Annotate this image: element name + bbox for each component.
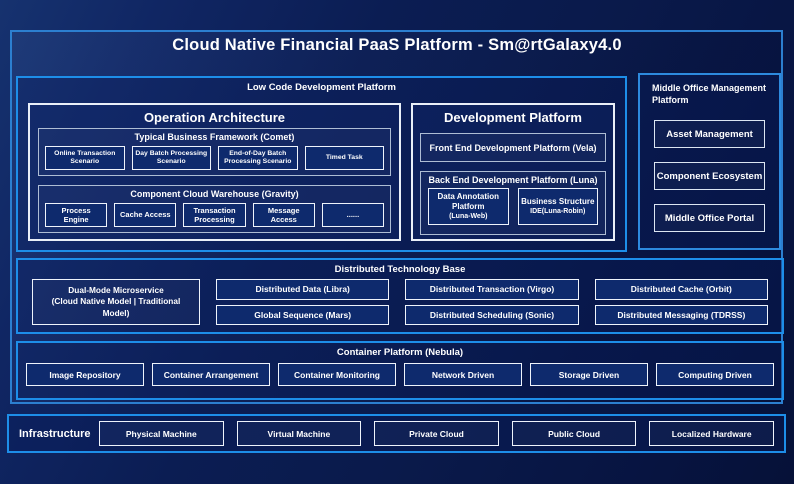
- development-platform-title: Development Platform: [444, 110, 582, 125]
- back-end-development-platform-luna: Back End Development Platform (Luna) Dat…: [420, 171, 606, 235]
- infrastructure-label: Infrastructure: [19, 427, 91, 440]
- business-structure-ide-box: Business Structure IDE(Luna-Robin): [517, 188, 598, 225]
- distributed-cache-orbit-box: Distributed Cache (Orbit): [594, 279, 768, 300]
- operation-architecture-panel: Operation Architecture Typical Business …: [28, 103, 401, 241]
- comet-label: Typical Business Framework (Comet): [134, 132, 295, 142]
- global-sequence-mars-box: Global Sequence (Mars): [216, 304, 390, 325]
- asset-management-box: Asset Management: [654, 120, 765, 149]
- component-cloud-warehouse-gravity: Component Cloud Warehouse (Gravity) Proc…: [38, 185, 391, 233]
- gravity-item: Process Engine: [45, 203, 108, 227]
- container-platform-row: Image Repository Container Arrangement C…: [26, 363, 774, 386]
- dual-mode-line2: (Cloud Native Model | Traditional Model): [51, 296, 181, 318]
- distributed-column: Distributed Cache (Orbit) Distributed Me…: [594, 279, 768, 325]
- dual-mode-line1: Dual-Mode Microservice: [68, 285, 164, 296]
- data-annotation-platform-box: Data Annotation Platform (Luna-Web): [428, 188, 509, 225]
- comet-item: Online Transaction Scenario: [45, 146, 125, 170]
- luna-label: Back End Development Platform (Luna): [428, 175, 598, 185]
- comet-items-row: Online Transaction Scenario Day Batch Pr…: [45, 146, 384, 170]
- middle-office-portal-box: Middle Office Portal: [654, 204, 765, 233]
- front-end-development-platform-vela: Front End Development Platform (Vela): [420, 133, 606, 162]
- typical-business-framework-comet: Typical Business Framework (Comet) Onlin…: [38, 128, 391, 176]
- image-repository-box: Image Repository: [26, 363, 144, 386]
- distributed-messaging-tdrss-box: Distributed Messaging (TDRSS): [594, 304, 768, 325]
- physical-machine-box: Physical Machine: [99, 421, 224, 446]
- gravity-item: ......: [321, 203, 385, 227]
- low-code-section-label: Low Code Development Platform: [247, 82, 396, 93]
- distributed-data-libra-box: Distributed Data (Libra): [216, 279, 390, 300]
- public-cloud-box: Public Cloud: [511, 421, 637, 446]
- comet-item: Timed Task: [304, 146, 384, 170]
- gravity-label: Component Cloud Warehouse (Gravity): [130, 189, 299, 199]
- development-platform-panel: Development Platform Front End Developme…: [411, 103, 615, 241]
- gravity-item: Message Access: [252, 203, 315, 227]
- distributed-column: Distributed Transaction (Virgo) Distribu…: [405, 279, 579, 325]
- network-driven-box: Network Driven: [404, 363, 522, 386]
- distributed-scheduling-sonic-box: Distributed Scheduling (Sonic): [405, 304, 579, 325]
- gravity-items-row: Process Engine Cache Access Transaction …: [45, 203, 385, 227]
- luna-item-subtitle: IDE(Luna-Robin): [530, 208, 586, 216]
- private-cloud-box: Private Cloud: [374, 421, 499, 446]
- component-ecosystem-box: Component Ecosystem: [654, 162, 765, 191]
- gravity-item: Transaction Processing: [183, 203, 246, 227]
- luna-item-title: Business Structure: [521, 196, 595, 206]
- storage-driven-box: Storage Driven: [530, 363, 648, 386]
- luna-item-subtitle: (Luna-Web): [449, 213, 488, 221]
- operation-architecture-title: Operation Architecture: [143, 110, 286, 125]
- luna-item-title: Data Annotation Platform: [437, 191, 499, 211]
- container-platform-label: Container Platform (Nebula): [336, 347, 464, 358]
- distributed-section-label: Distributed Technology Base: [334, 264, 466, 275]
- computing-driven-box: Computing Driven: [656, 363, 774, 386]
- localized-hardware-box: Localized Hardware: [649, 421, 774, 446]
- container-platform-nebula-section: Container Platform (Nebula) Image Reposi…: [16, 341, 784, 400]
- distributed-row: Dual-Mode Microservice (Cloud Native Mod…: [32, 279, 768, 325]
- infrastructure-section: Infrastructure Physical Machine Virtual …: [7, 414, 786, 453]
- distributed-column: Distributed Data (Libra) Global Sequence…: [216, 279, 390, 325]
- middle-office-label: Middle Office Management Platform: [652, 83, 767, 105]
- comet-item: End-of-Day Batch Processing Scenario: [218, 146, 298, 170]
- comet-item: Day Batch Processing Scenario: [131, 146, 211, 170]
- page-title: Cloud Native Financial PaaS Platform - S…: [172, 36, 622, 54]
- virtual-machine-box: Virtual Machine: [236, 421, 362, 446]
- middle-office-management-platform-section: Middle Office Management Platform Asset …: [638, 73, 781, 250]
- distributed-transaction-virgo-box: Distributed Transaction (Virgo): [405, 279, 579, 300]
- container-arrangement-box: Container Arrangement: [152, 363, 270, 386]
- luna-items-row: Data Annotation Platform (Luna-Web) Busi…: [428, 188, 598, 225]
- gravity-item: Cache Access: [114, 203, 177, 227]
- infrastructure-row: Physical Machine Virtual Machine Private…: [99, 421, 774, 446]
- distributed-technology-base-section: Distributed Technology Base Dual-Mode Mi…: [16, 258, 784, 334]
- dual-mode-microservice-box: Dual-Mode Microservice (Cloud Native Mod…: [32, 279, 200, 325]
- container-monitoring-box: Container Monitoring: [278, 363, 396, 386]
